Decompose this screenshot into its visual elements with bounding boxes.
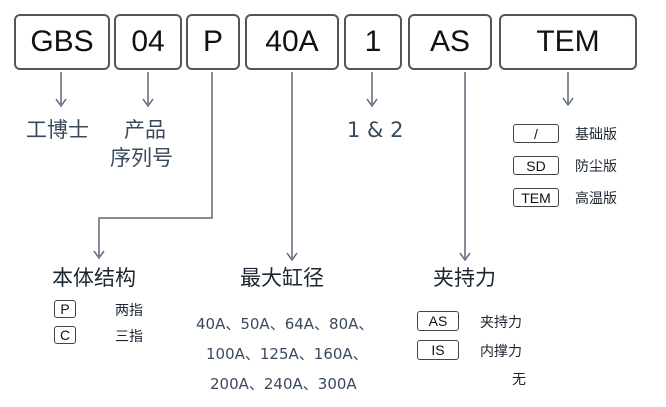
code-box-bore: 40A (245, 14, 339, 70)
bore-title: 最大缸径 (240, 266, 324, 290)
type-option-code: TEM (513, 188, 559, 207)
code-box-product: 04 (114, 14, 182, 70)
arrow-structure (93, 250, 105, 260)
code-box-version: 1 (344, 14, 402, 70)
clamp-option-code: IS (417, 340, 459, 360)
arrow-brand (55, 98, 67, 108)
structure-option-desc: 三指 (115, 329, 143, 345)
label-product-line2: 序列号 (110, 146, 173, 170)
bore-sizes-row: 100A、125A、160A、 (206, 345, 368, 363)
clamp-option-desc: 无 (512, 372, 526, 388)
clamp-option-code: AS (417, 311, 459, 331)
arrow-bore (286, 252, 298, 262)
structure-option-code: C (54, 326, 76, 344)
clamp-option-desc: 内撑力 (480, 344, 522, 360)
bore-sizes-row: 40A、50A、64A、80A、 (196, 315, 374, 333)
code-box-clamp: AS (408, 14, 492, 70)
line-structure (98, 72, 213, 256)
arrow-type (562, 97, 574, 107)
type-option-desc: 防尘版 (575, 159, 617, 175)
clamp-title: 夹持力 (433, 266, 496, 290)
arrow-clamp (459, 252, 471, 262)
arrow-version (366, 98, 378, 108)
type-option-desc: 基础版 (575, 127, 617, 143)
bore-sizes-row: 200A、240A、300A (210, 375, 357, 393)
clamp-option-desc: 夹持力 (480, 315, 522, 331)
label-version: 1 & 2 (347, 118, 404, 142)
label-brand: 工博士 (26, 118, 89, 142)
structure-title: 本体结构 (52, 266, 136, 290)
code-box-brand: GBS (14, 14, 110, 70)
type-option-desc: 高温版 (575, 191, 617, 207)
structure-option-desc: 两指 (115, 303, 143, 319)
code-box-structure: P (186, 14, 240, 70)
code-box-type: TEM (499, 14, 637, 70)
arrow-product (142, 98, 154, 108)
label-product-line1: 产品 (124, 118, 166, 142)
structure-option-code: P (54, 300, 76, 318)
type-option-code: SD (513, 156, 559, 175)
type-option-code: / (513, 124, 559, 143)
